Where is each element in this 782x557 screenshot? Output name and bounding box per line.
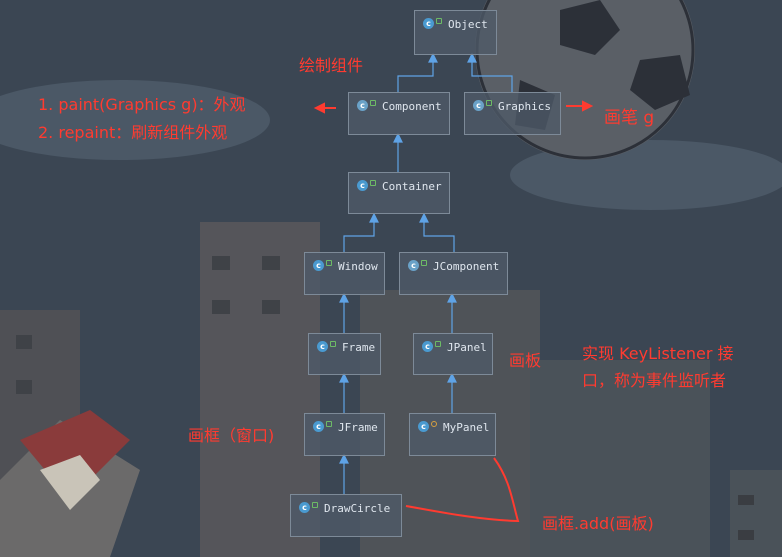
arrowhead-container-right (419, 212, 429, 223)
annotation-paint-line2: 2. repaint：刷新组件外观 (38, 123, 228, 142)
class-icon: c (357, 180, 368, 191)
node-window[interactable]: c Window (304, 252, 385, 295)
annotation-paint-line1: 1. paint(Graphics g)：外观 (38, 95, 246, 114)
arrowhead-window (339, 292, 349, 303)
arrowhead-frame (339, 372, 349, 383)
arrowhead-component (393, 132, 403, 143)
annotation-keylistener-line2: 口，称为事件监听者 (582, 371, 727, 390)
class-icon: c (299, 502, 310, 513)
node-drawcircle[interactable]: c DrawCircle (290, 494, 402, 537)
node-jcomponent[interactable]: c JComponent (399, 252, 508, 295)
annotation-stroke-add (405, 457, 520, 523)
node-object[interactable]: c Object (414, 10, 497, 55)
arrowhead-object-right (467, 52, 477, 63)
node-label: Container (382, 180, 442, 193)
class-icon: c (313, 260, 324, 271)
visibility-icon (435, 341, 441, 347)
node-label: JComponent (433, 260, 500, 273)
node-label: Object (448, 18, 488, 31)
abstract-class-icon: c (357, 100, 368, 111)
package-visibility-icon (431, 421, 437, 427)
abstract-class-icon: c (473, 100, 484, 111)
visibility-icon (326, 421, 332, 427)
node-label: JFrame (338, 421, 378, 434)
node-container[interactable]: c Container (348, 172, 450, 214)
node-label: Component (382, 100, 442, 113)
node-label: Window (338, 260, 378, 273)
class-icon: c (422, 341, 433, 352)
annotation-frame-window: 画框（窗口) (188, 426, 275, 445)
visibility-icon (312, 502, 318, 508)
node-component[interactable]: c Component (348, 92, 450, 135)
class-icon: c (423, 18, 434, 29)
edge-window-container (343, 215, 375, 252)
annotation-keylistener-line1: 实现 KeyListener 接 (582, 344, 734, 363)
annotation-arrowhead-paint (313, 102, 325, 114)
annotation-arrowhead-brush (582, 100, 594, 112)
node-jpanel[interactable]: c JPanel (413, 333, 493, 375)
visibility-icon (370, 180, 376, 186)
node-label: Frame (342, 341, 376, 354)
class-icon: c (317, 341, 328, 352)
annotation-brush: 画笔 g (604, 108, 655, 128)
arrowhead-container-left (369, 212, 379, 223)
arrowhead-jcomponent (447, 292, 457, 303)
node-label: DrawCircle (324, 502, 391, 515)
arrowhead-object-left (428, 52, 438, 63)
annotation-panel: 画板 (509, 351, 542, 370)
node-frame[interactable]: c Frame (308, 333, 381, 375)
node-label: JPanel (447, 341, 487, 354)
node-jframe[interactable]: c JFrame (304, 413, 385, 456)
visibility-icon (421, 260, 427, 266)
visibility-icon (330, 341, 336, 347)
node-mypanel[interactable]: c MyPanel (409, 413, 496, 456)
class-icon: c (418, 421, 429, 432)
edge-jcomponent-container (423, 215, 455, 252)
edge-component-object (397, 56, 434, 92)
annotation-frame-add: 画框.add(画板) (542, 514, 654, 533)
node-label: MyPanel (443, 421, 490, 434)
visibility-icon (486, 100, 492, 106)
visibility-icon (326, 260, 332, 266)
annotation-draw-components: 绘制组件 (299, 56, 364, 75)
visibility-icon (370, 100, 376, 106)
arrowhead-jpanel (447, 372, 457, 383)
node-graphics[interactable]: c Graphics (464, 92, 561, 135)
visibility-icon (436, 18, 442, 24)
abstract-class-icon: c (408, 260, 419, 271)
edge-graphics-object (471, 56, 513, 92)
class-icon: c (313, 421, 324, 432)
node-label: Graphics (498, 100, 551, 113)
arrowhead-jframe (339, 453, 349, 464)
